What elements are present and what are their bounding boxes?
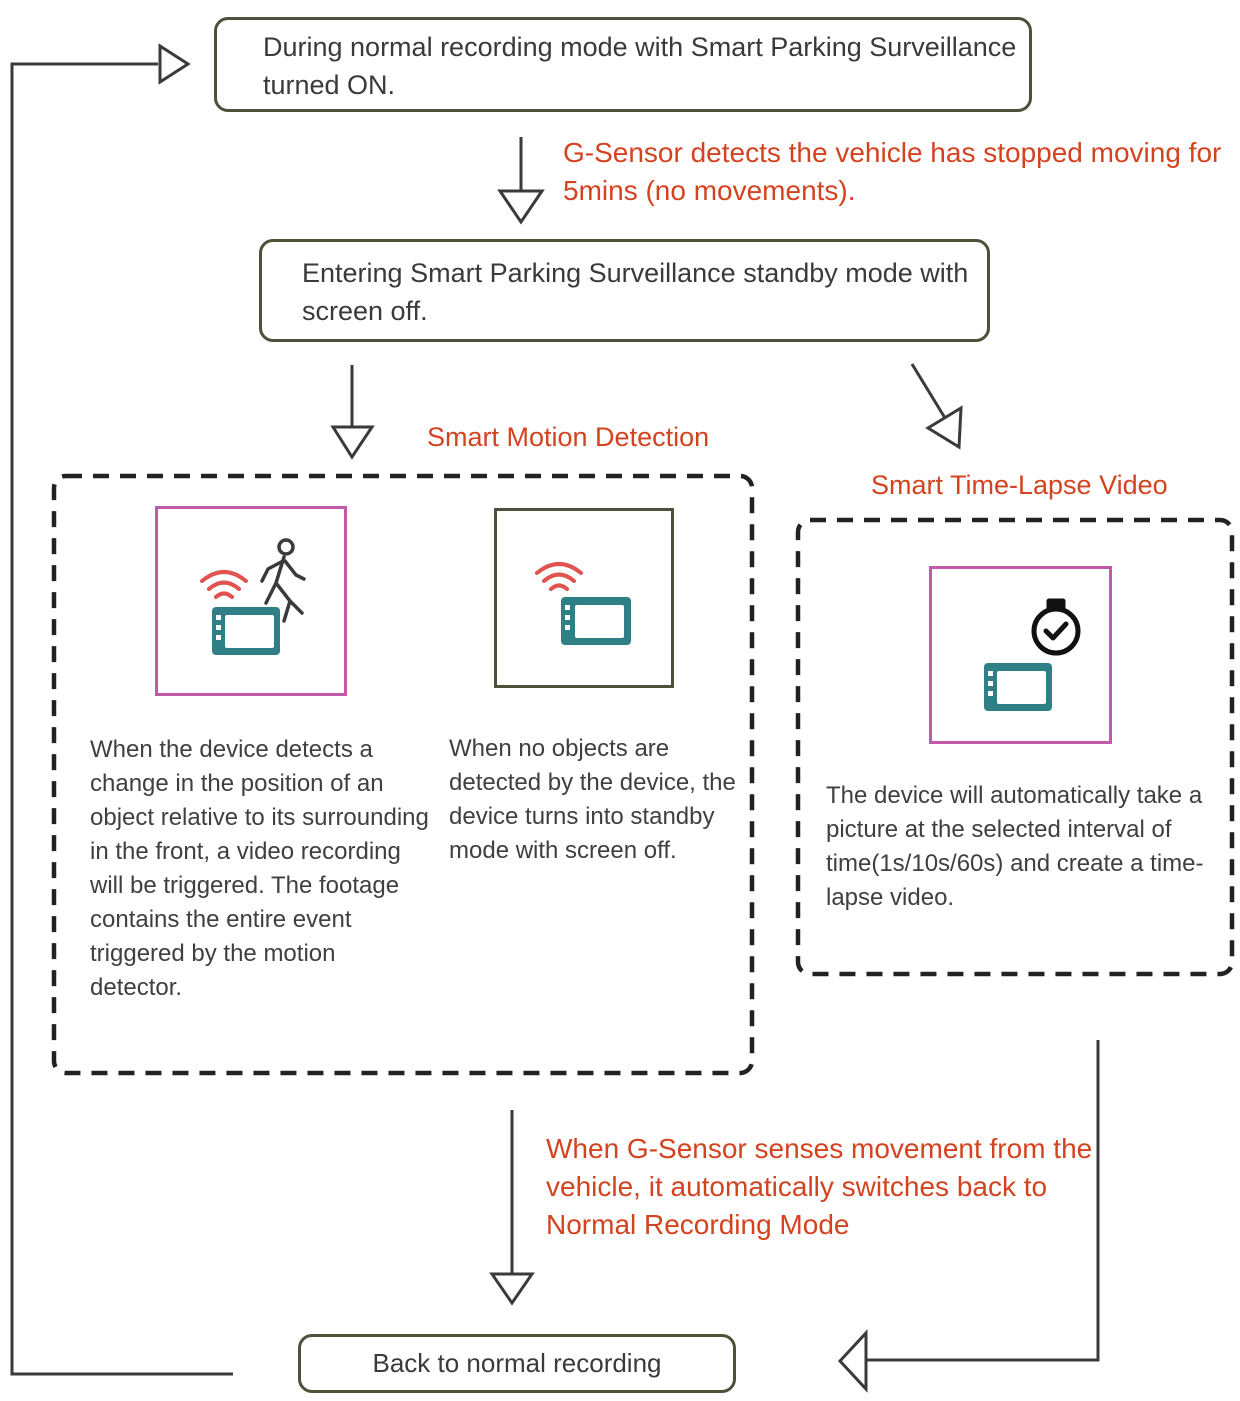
motion-detection-description: When the device detects a change in the … bbox=[90, 736, 429, 1001]
arrowhead-down-back bbox=[489, 1272, 535, 1306]
back-box-text: Back to normal recording bbox=[372, 1348, 662, 1378]
arrow-standby-to-timelapse bbox=[910, 363, 947, 419]
arrowhead-diag bbox=[925, 405, 963, 450]
timelapse-description: The device will automatically take a pic… bbox=[826, 782, 1204, 911]
timelapse-icon-frame bbox=[929, 566, 1112, 744]
dashcam-device-icon bbox=[984, 663, 1052, 711]
standby-box: Entering Smart Parking Surveillance stan… bbox=[259, 239, 990, 342]
motion-detection-group bbox=[51, 473, 755, 1076]
walking-person-icon bbox=[260, 538, 306, 623]
timelapse-group bbox=[795, 517, 1235, 977]
standby-description: When no objects are detected by the devi… bbox=[449, 735, 736, 864]
wifi-signal-icon bbox=[200, 570, 248, 599]
start-box: During normal recording mode with Smart … bbox=[214, 17, 1032, 112]
dashcam-device-icon bbox=[561, 597, 631, 645]
motion-icon-frame bbox=[155, 506, 347, 696]
timelapse-title: Smart Time-Lapse Video bbox=[871, 470, 1168, 500]
motion-detection-title: Smart Motion Detection bbox=[427, 422, 710, 452]
back-to-normal-box: Back to normal recording bbox=[298, 1334, 736, 1393]
timelapse-return-line bbox=[866, 1040, 1100, 1362]
standby-icon-frame bbox=[494, 508, 674, 688]
arrowhead-back-left bbox=[837, 1329, 868, 1393]
start-box-text: During normal recording mode with Smart … bbox=[263, 32, 1017, 100]
standby-box-text: Entering Smart Parking Surveillance stan… bbox=[302, 258, 969, 326]
arrowhead-down-1 bbox=[497, 189, 545, 225]
gsensor-stop-label: G-Sensor detects the vehicle has stopped… bbox=[563, 137, 1222, 206]
loop-back-line bbox=[10, 62, 233, 1376]
dashcam-device-icon bbox=[212, 607, 280, 655]
arrowhead-down-motion bbox=[330, 425, 375, 460]
gsensor-movement-label: When G-Sensor senses movement from the v… bbox=[546, 1133, 1093, 1240]
arrowhead-loop bbox=[158, 43, 191, 85]
stopwatch-icon bbox=[1031, 598, 1081, 656]
wifi-signal-icon bbox=[535, 562, 583, 591]
